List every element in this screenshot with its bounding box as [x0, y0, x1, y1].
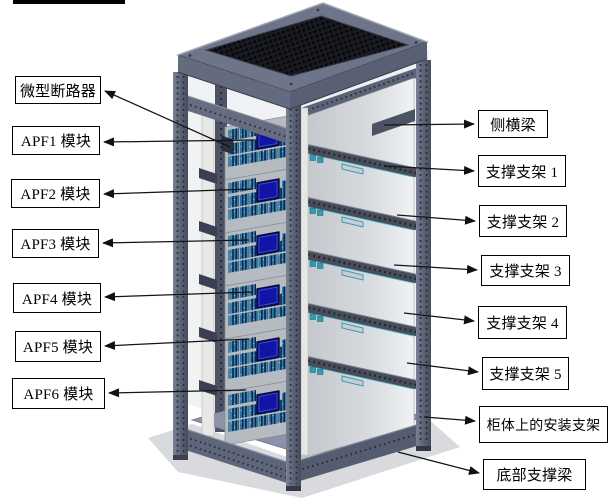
corner-post-front-left: [173, 72, 188, 460]
side-crossbeam: [301, 64, 428, 118]
label-text: APF1 模块: [20, 134, 92, 150]
leader-lines: [102, 90, 480, 475]
bottom-support-beam-left: [172, 424, 291, 484]
module-display-4: [256, 284, 280, 309]
leader-bottom-beam: [397, 451, 480, 475]
leader-bracket-4: [403, 312, 475, 325]
label-text: APF3 模块: [20, 237, 91, 253]
module-display-2: [256, 178, 280, 203]
corner-post-front-right: [286, 105, 301, 491]
top-frame-fascia-right: [290, 42, 427, 109]
label-support-bracket-5: 支撑支架 5: [482, 357, 569, 390]
label-text: 底部支撑梁: [496, 468, 573, 484]
label-text: 支撑支架 1: [485, 164, 559, 181]
label-apf3-module: APF3 模块: [12, 229, 99, 258]
support-bracket-5: [300, 354, 430, 392]
support-bracket-2: [300, 195, 430, 233]
support-bracket-3: [300, 248, 430, 286]
label-text: 支撑支架 5: [489, 367, 562, 383]
label-support-bracket-4: 支撑支架 4: [478, 306, 567, 339]
module-display-5: [256, 337, 280, 362]
leader-bracket-5: [406, 362, 479, 376]
panel-handle: [341, 375, 364, 387]
leader-apf5: [104, 338, 250, 351]
label-text: 支撑支架 4: [486, 316, 559, 332]
label-text: APF5 模块: [22, 340, 94, 356]
leader-bracket-3: [393, 264, 478, 274]
label-circuit-breaker: 微型断路器: [15, 76, 101, 104]
label-apf5-module: APF5 模块: [15, 331, 101, 362]
top-frame: [176, 2, 429, 110]
label-text: APF2 模块: [20, 187, 91, 203]
label-text: 支撑支架 2: [486, 214, 560, 231]
label-text: APF4 模块: [21, 291, 93, 308]
module-display-3: [256, 231, 280, 256]
label-text: APF6 模块: [23, 387, 94, 403]
top-frame-fascia-left: [178, 55, 290, 109]
leader-apf4: [104, 291, 253, 302]
leader-mount-bracket: [423, 415, 476, 425]
label-apf4-module: APF4 模块: [13, 283, 101, 313]
label-text: 侧横梁: [490, 117, 536, 134]
label-apf6-module: APF6 模块: [12, 378, 105, 409]
title-underline-mark: [13, 0, 125, 4]
module-display-6: [256, 390, 280, 415]
label-bottom-support-beam: 底部支撑梁: [483, 459, 586, 490]
label-support-bracket-1: 支撑支架 1: [478, 155, 566, 187]
label-apf1-module: APF1 模块: [12, 126, 100, 155]
panel-handle: [341, 269, 364, 281]
label-cabinet-mount-bracket: 柜体上的安装支架: [479, 406, 608, 443]
label-text: 支撑支架 3: [489, 264, 562, 280]
bottom-support-beam-right: [289, 420, 431, 484]
panel-handle: [341, 163, 364, 175]
corner-post-rear-right: [416, 60, 431, 451]
leader-bracket-2: [396, 214, 476, 225]
support-bracket-4: [300, 301, 430, 339]
panel-handle: [341, 322, 364, 334]
label-text: 微型断路器: [19, 83, 96, 100]
label-apf2-module: APF2 模块: [11, 179, 100, 208]
label-support-bracket-3: 支撑支架 3: [481, 255, 570, 286]
leader-apf2: [103, 188, 253, 199]
leader-apf3: [102, 238, 250, 248]
leader-apf1: [103, 137, 255, 147]
front-right-mounting-rail: [300, 107, 309, 456]
front-top-beam: [187, 95, 293, 145]
leader-bracket-1: [383, 165, 475, 175]
support-brackets: [300, 109, 430, 392]
rack-cabinet: [148, 2, 460, 498]
label-side-beam: 侧横梁: [478, 110, 548, 138]
upper-side-beam-fragment: [372, 109, 415, 136]
label-text: 柜体上的安装支架: [486, 418, 601, 434]
support-bracket-1: [300, 142, 430, 180]
leader-side-beam: [383, 119, 475, 129]
leader-circuit-breaker: [104, 90, 231, 148]
leader-apf6: [108, 388, 247, 398]
panel-handle: [341, 216, 364, 228]
label-support-bracket-2: 支撑支架 2: [479, 205, 567, 237]
mounting-rail-rear-left: [215, 58, 227, 432]
rail-clips: [199, 168, 217, 396]
